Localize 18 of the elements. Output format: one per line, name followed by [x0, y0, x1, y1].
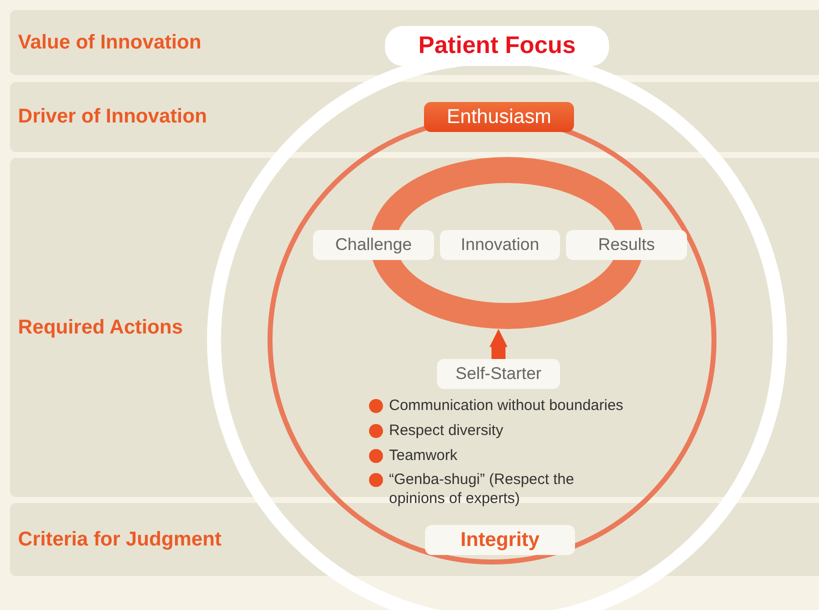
bullet-text: “Genba-shugi” (Respect the opinions of experts)	[389, 470, 576, 508]
label-box: Results	[566, 230, 687, 260]
category-band	[10, 10, 819, 75]
label-box: Patient Focus	[385, 26, 609, 66]
label-box: Innovation	[440, 230, 560, 260]
label-box: Enthusiasm	[424, 102, 574, 132]
bullet-text: Respect diversity	[389, 421, 504, 440]
arrow	[490, 329, 508, 359]
label-box: Integrity	[425, 525, 575, 555]
category-band	[10, 82, 819, 152]
label-box: Challenge	[313, 230, 434, 260]
label-box: Self-Starter	[437, 359, 560, 389]
band-title: Value of Innovation	[18, 31, 202, 54]
band-title: Criteria for Judgment	[18, 528, 222, 551]
bullet-text: Teamwork	[389, 446, 458, 465]
bullet-text: Communication without boundaries	[389, 396, 624, 415]
band-title: Driver of Innovation	[18, 106, 207, 128]
band-title: Required Actions	[18, 316, 183, 339]
